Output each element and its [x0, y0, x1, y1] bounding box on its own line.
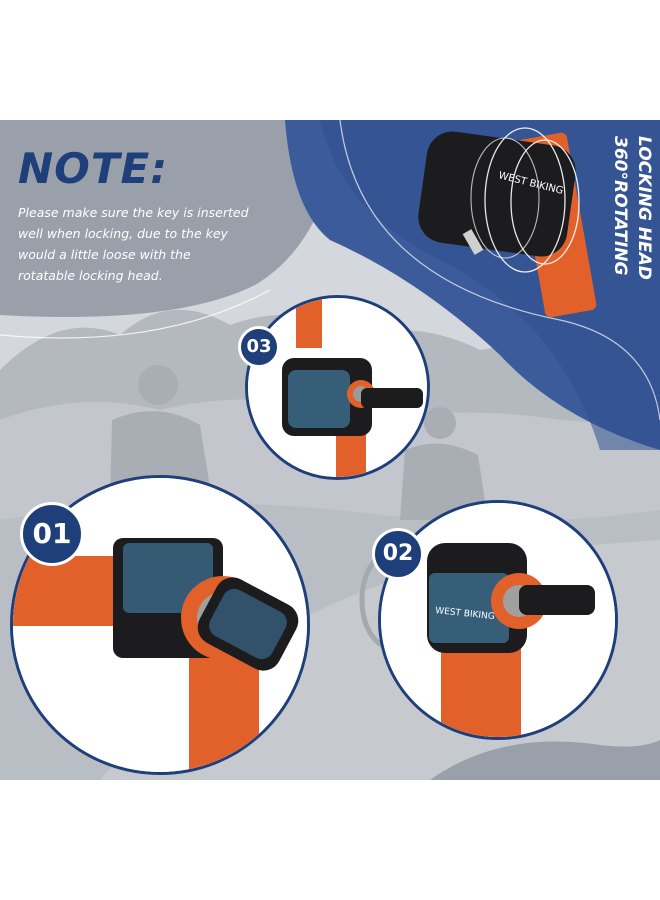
note-title: NOTE: — [18, 144, 168, 193]
step-03-detail — [245, 295, 430, 480]
note-text: Please make sure the key is inserted wel… — [18, 202, 288, 286]
rotating-head-label: 360°ROTATING LOCKING HEAD — [610, 136, 654, 280]
step-03-badge: 03 — [238, 326, 280, 368]
note-line-1: Please make sure the key is inserted — [18, 205, 249, 220]
note-line-3: would a little loose with the — [18, 247, 191, 262]
note-line-2: well when locking, due to the key — [18, 226, 228, 241]
label-line-1: 360°ROTATING — [610, 136, 630, 275]
step-03-illustration — [248, 298, 427, 477]
product-banner: WEST BIKING NOTE: Please make sure the k… — [0, 120, 660, 780]
label-line-2: LOCKING HEAD — [634, 136, 654, 280]
step-01-badge: 01 — [20, 502, 84, 566]
step-01-illustration — [13, 478, 307, 772]
step-02-badge: 02 — [372, 528, 424, 580]
note-line-4: rotatable locking head. — [18, 268, 163, 283]
